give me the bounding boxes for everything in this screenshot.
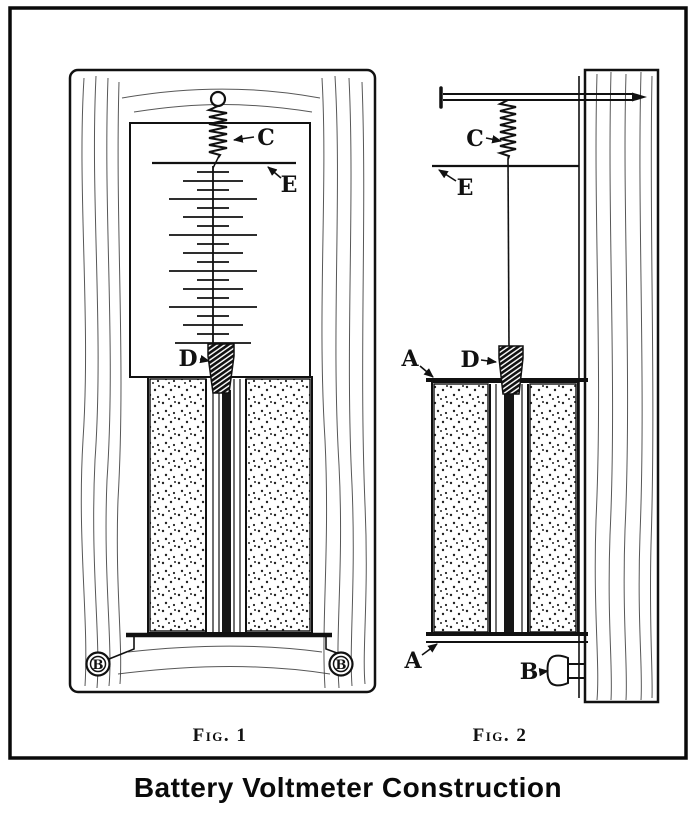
terminal-left: B [85,637,135,677]
label-c-arrow-fig1 [232,134,255,143]
wood-grain-side [594,71,654,701]
spring-coil-front [205,105,228,159]
battery-cell-side [426,378,588,643]
label-a-bottom-arrow [421,643,438,656]
label-d-arrow-fig2 [480,356,498,365]
label-e-arrow-fig1 [267,166,282,179]
label-b-arrow-fig2 [538,667,550,677]
terminal-right: B [325,637,354,677]
label-d-fig1: D [178,346,197,372]
nail [439,86,647,109]
suspension-wire [507,158,510,349]
label-c-fig2: C [466,126,484,152]
label-e-fig2: E [457,175,474,201]
figure-1: B B C E D Fig. 1 [68,68,377,746]
wood-grain-front [80,75,367,689]
label-a-bottom: A [403,648,422,674]
hanger-ring-icon [209,90,227,108]
figure-2: C E A D A B Fig. 2 [400,68,660,746]
center-tube-side [489,384,529,632]
battery-fill-right [245,378,311,632]
label-d-arrow-fig1 [199,355,211,364]
spring-coil-side [496,99,517,160]
battery-fill-left [149,378,207,632]
label-c-fig1: C [257,125,275,151]
label-b-right: B [336,658,347,673]
label-b-fig2: B [520,659,539,685]
label-d-fig2: D [460,347,479,373]
battery-fill-right-side [529,383,577,633]
fig1-caption: Fig. 1 [193,725,248,746]
label-b-left: B [93,658,104,673]
scale-panel [129,90,311,394]
center-tube-front [205,379,247,632]
wire-rod-side [504,386,514,632]
scale-ticks [169,166,257,352]
battery-fill-left-side [433,383,489,633]
label-a-top: A [400,346,419,372]
page-title: Battery Voltmeter Construction [134,772,562,803]
label-a-top-arrow [419,365,434,378]
weight-bob-front [207,343,235,394]
wire-rod-front [222,390,231,632]
label-e-arrow-fig2 [438,169,457,182]
weight-bob-side [498,345,524,395]
label-e-fig1: E [281,172,298,198]
battery-cell-front [126,376,332,638]
fig2-caption: Fig. 2 [473,725,528,746]
wood-board-side [583,68,660,704]
label-c-arrow-fig2 [485,135,503,144]
